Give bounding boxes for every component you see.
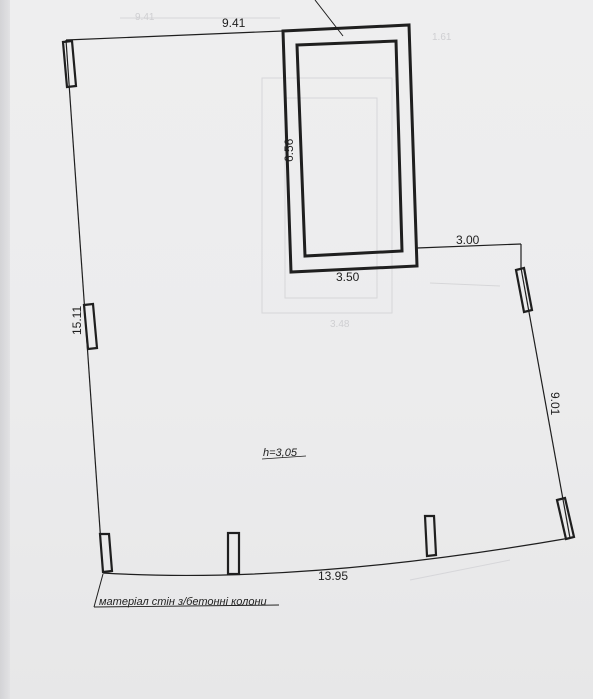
paper-binding-edge	[0, 0, 10, 699]
dimension-bottom-wall: 13.95	[318, 569, 348, 583]
column-right-bottom	[555, 496, 576, 541]
stair-inner-frame	[295, 39, 404, 258]
stair-block	[281, 23, 419, 274]
ghost-lower-mark: 3.48	[330, 319, 350, 330]
ghost-inner-mark: 1.61	[432, 32, 452, 43]
column-right-upper	[514, 266, 534, 314]
dimension-right-wall: 9.01	[548, 392, 562, 416]
wall-top	[65, 30, 284, 41]
material-note-underline	[93, 604, 280, 608]
column-bottom-left	[98, 532, 114, 574]
column-bottom-right	[423, 514, 438, 558]
column-left-middle	[82, 302, 99, 351]
wall-top-right	[416, 243, 522, 249]
columns	[61, 39, 576, 576]
dimension-left-wall: 15.11	[70, 306, 84, 335]
column-top-left	[61, 39, 78, 89]
leader-line	[314, 0, 344, 37]
dimension-top-wall: 9.41	[222, 16, 246, 30]
stair-outer-frame	[281, 23, 419, 274]
wall-bottom	[102, 537, 571, 577]
column-bottom-middle	[226, 531, 241, 576]
ghost-inner-rect	[284, 97, 378, 299]
ghost-bottom-line	[409, 559, 511, 581]
show-through-lines	[120, 17, 511, 581]
ceiling-height-label: h=3,05	[263, 447, 298, 459]
ceiling-height-underline	[261, 455, 307, 460]
dimension-stair-height: 6.56	[282, 138, 296, 162]
material-note: матеріал стін з/бетонні колони	[99, 596, 267, 608]
ghost-right-line	[429, 282, 501, 287]
ghost-top-dimension: 9.41	[135, 12, 155, 23]
ghost-outer-rect	[261, 77, 393, 314]
note-leader-line	[93, 573, 104, 608]
dimension-right-top-wall: 3.00	[456, 233, 480, 247]
walls-outline	[65, 30, 571, 577]
wall-right	[520, 267, 571, 539]
dimension-stair-width: 3.50	[336, 270, 360, 284]
